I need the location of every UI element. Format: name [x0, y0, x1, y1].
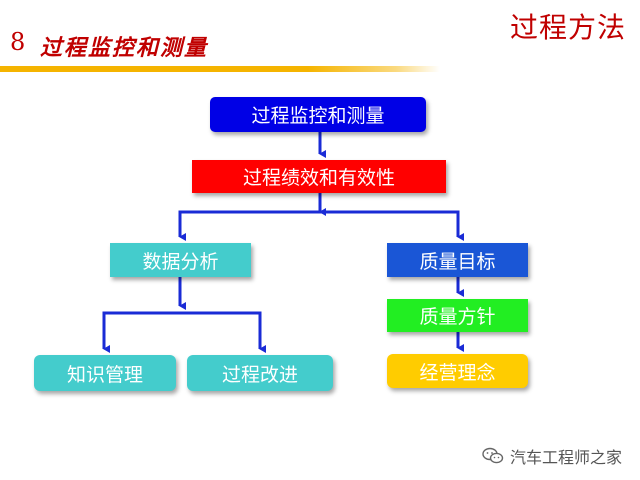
node-data-analysis: 数据分析 — [110, 243, 251, 277]
section-title: 过程监控和测量 — [40, 36, 209, 61]
watermark-text: 汽车工程师之家 — [509, 448, 622, 467]
watermark: 汽车工程师之家 — [482, 444, 622, 468]
header-rule — [0, 66, 440, 72]
node-quality-policy: 质量方针 — [387, 299, 528, 332]
connector-data-branch — [102, 311, 262, 348]
wechat-icon — [482, 447, 504, 464]
node-knowledge-management: 知识管理 — [34, 355, 176, 391]
node-process-monitoring: 过程监控和测量 — [210, 97, 426, 132]
top-right-title: 过程方法 — [509, 11, 626, 44]
node-process-performance: 过程绩效和有效性 — [192, 160, 446, 193]
connector-performance-branch — [178, 210, 460, 237]
section-number: 8 — [10, 28, 26, 56]
node-process-improvement: 过程改进 — [187, 355, 333, 391]
node-business-philosophy: 经营理念 — [387, 354, 528, 388]
node-quality-goals: 质量目标 — [387, 243, 528, 277]
